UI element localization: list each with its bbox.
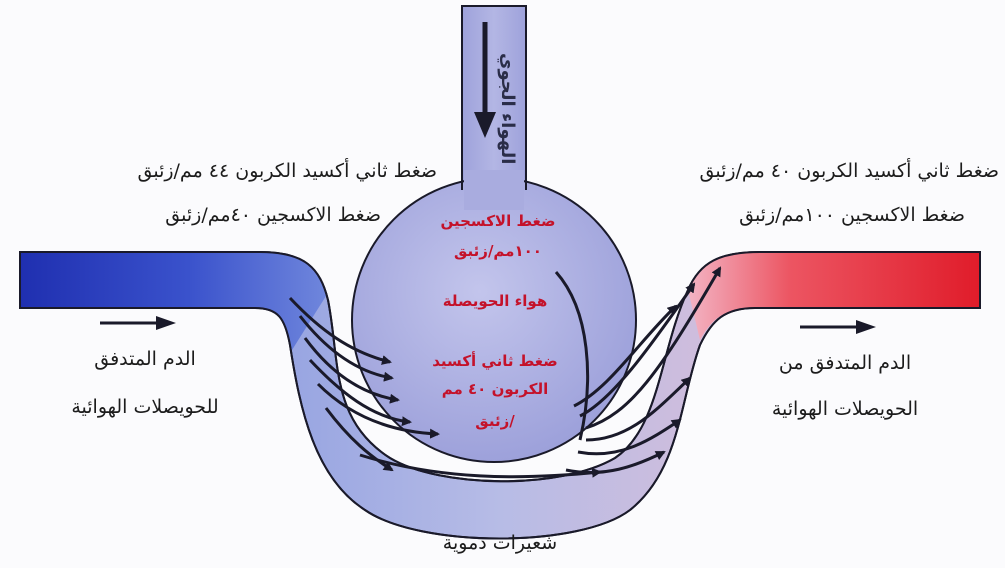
alveolus-co2-label-line3: /زئبق	[410, 412, 580, 430]
alveolus-o2-label-line2: ١٠٠مم/زئبق	[418, 242, 578, 260]
alveolus-o2-label-line1: ضغط الاكسجين	[408, 212, 588, 230]
blood-from-alveoli-label-line2: الحويصلات الهوائية	[720, 398, 970, 420]
right-co2-pressure-label: ضغط ثاني أكسيد الكربون ٤٠ مم/زئبق	[699, 160, 999, 182]
deoxygenated-blood-tube	[20, 252, 326, 350]
capillaries-label: شعيرات دموية	[400, 532, 600, 554]
blood-to-alveoli-label-line2: للحويصلات الهوائية	[30, 396, 260, 418]
inflow-arrow	[100, 316, 176, 330]
left-o2-pressure-label: ضغط الاكسجين ٤٠مم/زئبق	[165, 204, 381, 226]
right-o2-pressure-label: ضغط الاكسجين ١٠٠مم/زئبق	[739, 204, 965, 226]
alveolus-co2-label-line1: ضغط ثاني أكسيد	[410, 352, 580, 370]
blood-from-alveoli-label-line1: الدم المتدفق من	[745, 352, 945, 374]
left-co2-pressure-label: ضغط ثاني أكسيد الكربون ٤٤ مم/زئبق	[137, 160, 437, 182]
outflow-arrow	[800, 320, 876, 334]
blood-to-alveoli-label-line1: الدم المتدفق	[60, 348, 230, 370]
atmospheric-air-label: الهواء الجوي	[497, 14, 518, 164]
alveolar-air-label: هواء الحويصلة	[410, 292, 580, 310]
alveolus-co2-label-line2: الكربون ٤٠ مم	[410, 380, 580, 398]
